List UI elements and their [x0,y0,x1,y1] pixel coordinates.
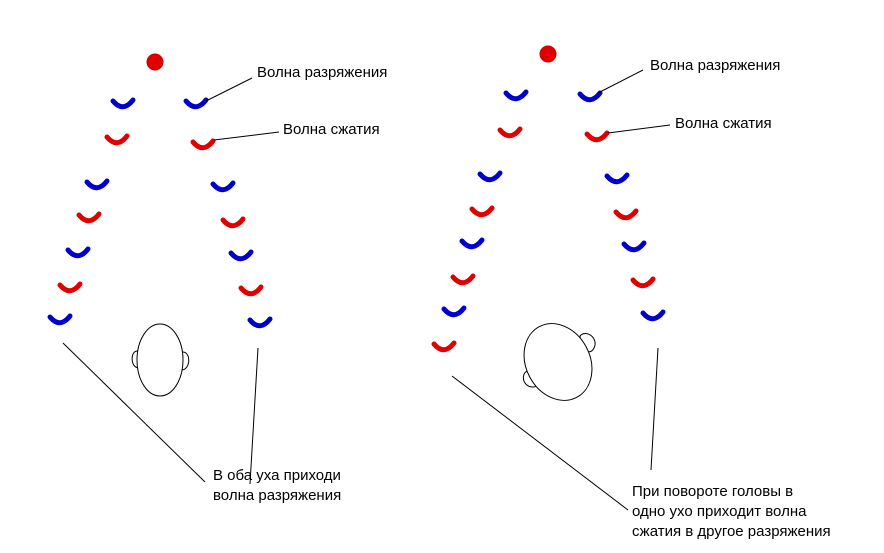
label-compression: Волна сжатия [283,121,380,138]
compression-wave [584,130,610,143]
compression-wave [220,216,246,229]
leader-line [213,131,280,141]
compression-wave [450,273,476,286]
caption-line-3: сжатия в другое разряжения [632,523,831,540]
caption-line-1: При повороте головы в [632,483,793,500]
rarefaction-wave [477,170,503,183]
leader-line [597,69,644,94]
rarefaction-wave [228,249,254,262]
leader-line [607,124,671,134]
caption-line-2: волна разряжения [213,487,341,504]
label-rarefaction: Волна разряжения [650,57,780,74]
caption-line-2: одно ухо приходит волна [632,503,807,520]
compression-wave [190,138,216,151]
compression-wave [613,208,639,221]
rarefaction-wave [640,309,666,322]
caption-line [451,375,629,511]
rarefaction-wave [247,316,273,329]
compression-wave [630,276,656,289]
rarefaction-wave [577,90,603,103]
leader-line [205,77,253,102]
caption-line [650,347,659,471]
rarefaction-wave [110,97,136,110]
rarefaction-wave [441,305,467,318]
compression-wave [57,281,83,294]
rarefaction-wave [459,237,485,250]
compression-wave [431,340,457,353]
rarefaction-wave [65,246,91,259]
compression-wave [497,126,523,139]
left-panel: Волна разряжения Волна сжатия В оба уха … [47,53,387,504]
rarefaction-wave [47,313,73,326]
right-panel: Волна разряжения Волна сжатия При поворо… [431,45,831,540]
head-rotated [522,323,596,401]
rarefaction-wave [183,97,209,110]
compression-wave [76,211,102,224]
rarefaction-wave [210,180,236,193]
head-outline [523,323,593,401]
head [131,323,190,397]
label-compression: Волна сжатия [675,115,772,132]
rarefaction-wave [621,240,647,253]
compression-wave [104,133,130,146]
head-outline [136,323,184,397]
right-ear [181,351,190,371]
compression-wave [238,284,264,297]
sound-source [539,45,557,63]
sound-source [146,53,164,71]
rarefaction-wave [604,172,630,185]
rarefaction-wave [503,89,529,102]
rarefaction-wave [84,178,110,191]
caption-line [62,342,206,483]
compression-wave [469,205,495,218]
caption-line [249,347,259,485]
label-rarefaction: Волна разряжения [257,64,387,81]
caption-line-1: В оба уха приходи [213,467,341,484]
